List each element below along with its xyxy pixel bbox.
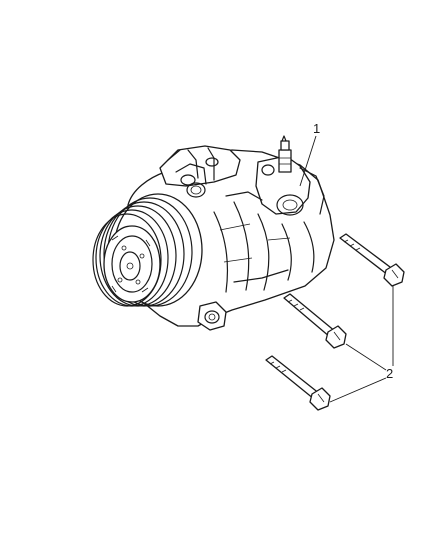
leader-line-bolt-b (345, 343, 387, 371)
leader-line-compressor (299, 135, 317, 187)
bolt-icon (283, 293, 347, 349)
callout-compressor: 1 (313, 121, 320, 136)
bolt-icon (265, 355, 331, 411)
callout-bolts: 2 (386, 366, 393, 381)
bolt-icon (339, 233, 405, 287)
leader-line-bolt-c (329, 377, 387, 403)
compressor-icon (92, 135, 335, 331)
